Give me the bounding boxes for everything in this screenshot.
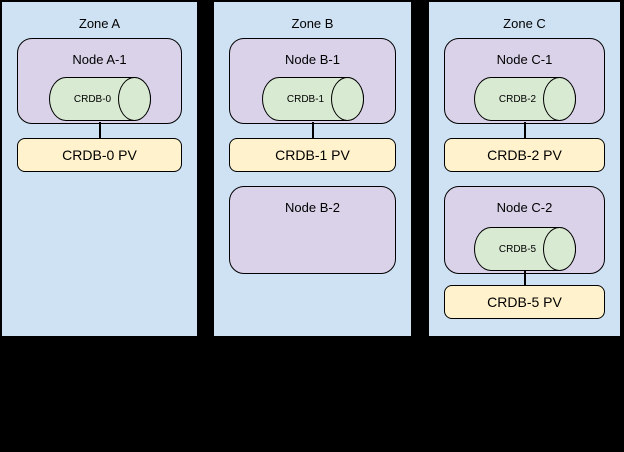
node-b-2-label: Node B-2 xyxy=(285,200,340,215)
crdb-2-pv-label: CRDB-2 PV xyxy=(487,147,562,163)
zone-b: Zone B Node B-1 CRDB-1 CRDB-1 PV Node B-… xyxy=(213,1,412,337)
cylinder-cap-icon xyxy=(542,227,576,271)
zone-a-label: Zone A xyxy=(78,16,121,31)
connector-crdb-0-to-pv xyxy=(98,122,101,138)
node-c-1: Node C-1 CRDB-2 xyxy=(444,38,605,124)
node-b-1: Node B-1 CRDB-1 xyxy=(229,38,396,124)
zone-c: Zone C Node C-1 CRDB-2 CRDB-2 PV Node C-… xyxy=(428,1,621,337)
node-b-2: Node B-2 xyxy=(229,186,396,274)
zone-c-label: Zone C xyxy=(503,16,546,31)
crdb-0-pod-cylinder: CRDB-0 xyxy=(48,77,151,121)
node-a-1-label: Node A-1 xyxy=(72,52,127,67)
node-c-2: Node C-2 CRDB-5 xyxy=(444,186,605,274)
connector-crdb-2-to-pv xyxy=(523,122,526,138)
crdb-2-pod-cylinder: CRDB-2 xyxy=(473,77,576,121)
crdb-5-pv: CRDB-5 PV xyxy=(444,285,605,319)
cylinder-cap-icon xyxy=(330,77,364,121)
connector-crdb-5-to-pv xyxy=(523,270,526,285)
crdb-2-pod-label: CRDB-2 xyxy=(498,93,537,105)
connector-crdb-1-to-pv xyxy=(311,122,314,138)
crdb-0-pv-label: CRDB-0 PV xyxy=(62,147,137,163)
zone-a: Zone A Node A-1 CRDB-0 CRDB-0 PV xyxy=(1,1,198,337)
node-c-1-label: Node C-1 xyxy=(496,52,553,67)
zone-b-label: Zone B xyxy=(291,16,334,31)
crdb-1-pod-cylinder: CRDB-1 xyxy=(261,77,364,121)
crdb-5-pod-cylinder: CRDB-5 xyxy=(473,227,576,271)
crdb-0-pod-label: CRDB-0 xyxy=(73,93,112,105)
cylinder-cap-icon xyxy=(542,77,576,121)
node-a-1: Node A-1 CRDB-0 xyxy=(17,38,182,124)
crdb-0-pv: CRDB-0 PV xyxy=(17,138,182,172)
node-c-2-label: Node C-2 xyxy=(496,200,553,215)
crdb-5-pod-label: CRDB-5 xyxy=(498,243,537,255)
crdb-2-pv: CRDB-2 PV xyxy=(444,138,605,172)
cylinder-cap-icon xyxy=(117,77,151,121)
crdb-1-pod-label: CRDB-1 xyxy=(286,93,325,105)
crdb-5-pv-label: CRDB-5 PV xyxy=(487,294,562,310)
node-b-1-label: Node B-1 xyxy=(285,52,340,67)
crdb-1-pv: CRDB-1 PV xyxy=(229,138,396,172)
crdb-1-pv-label: CRDB-1 PV xyxy=(275,147,350,163)
